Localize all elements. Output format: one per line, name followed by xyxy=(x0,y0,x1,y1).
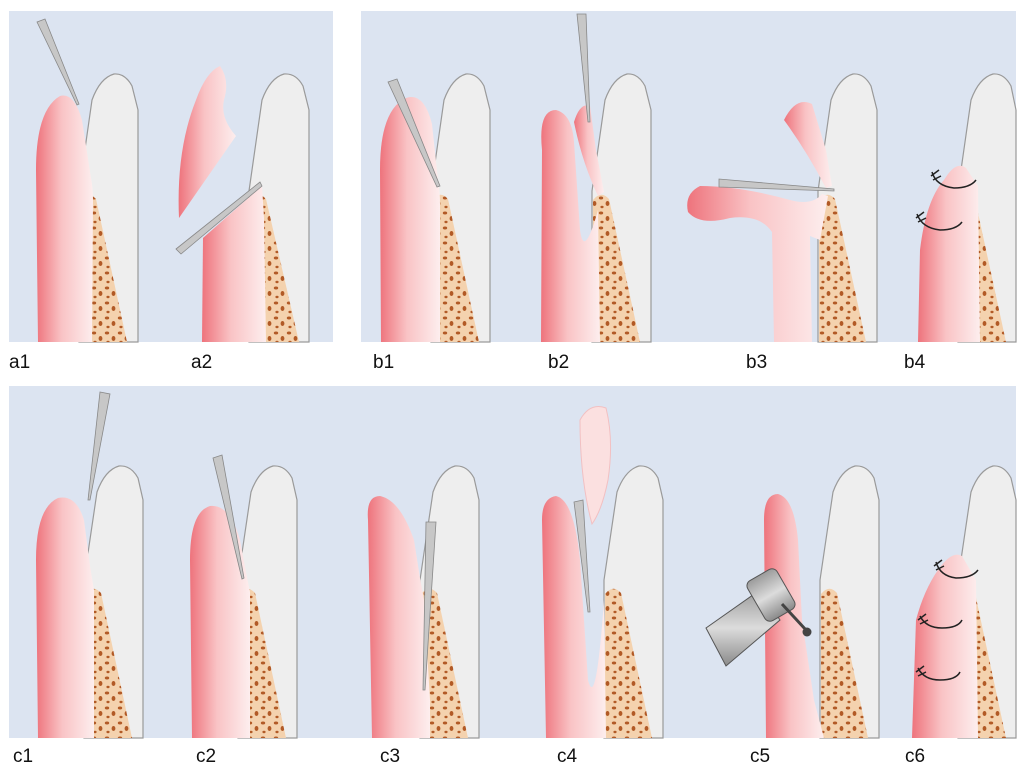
gingiva xyxy=(380,97,440,342)
label-c6: c6 xyxy=(905,746,925,767)
label-c5: c5 xyxy=(750,746,770,767)
label-b2: b2 xyxy=(548,352,569,373)
label-b4: b4 xyxy=(904,352,926,373)
label-b3: b3 xyxy=(746,352,767,373)
label-c2: c2 xyxy=(196,746,216,767)
label-c3: c3 xyxy=(380,746,400,767)
label-a2: a2 xyxy=(191,352,212,373)
label-b1: b1 xyxy=(373,352,394,373)
label-c4: c4 xyxy=(557,746,578,767)
label-a1: a1 xyxy=(9,352,30,373)
label-c1: c1 xyxy=(13,746,33,767)
gingiva xyxy=(36,497,94,738)
